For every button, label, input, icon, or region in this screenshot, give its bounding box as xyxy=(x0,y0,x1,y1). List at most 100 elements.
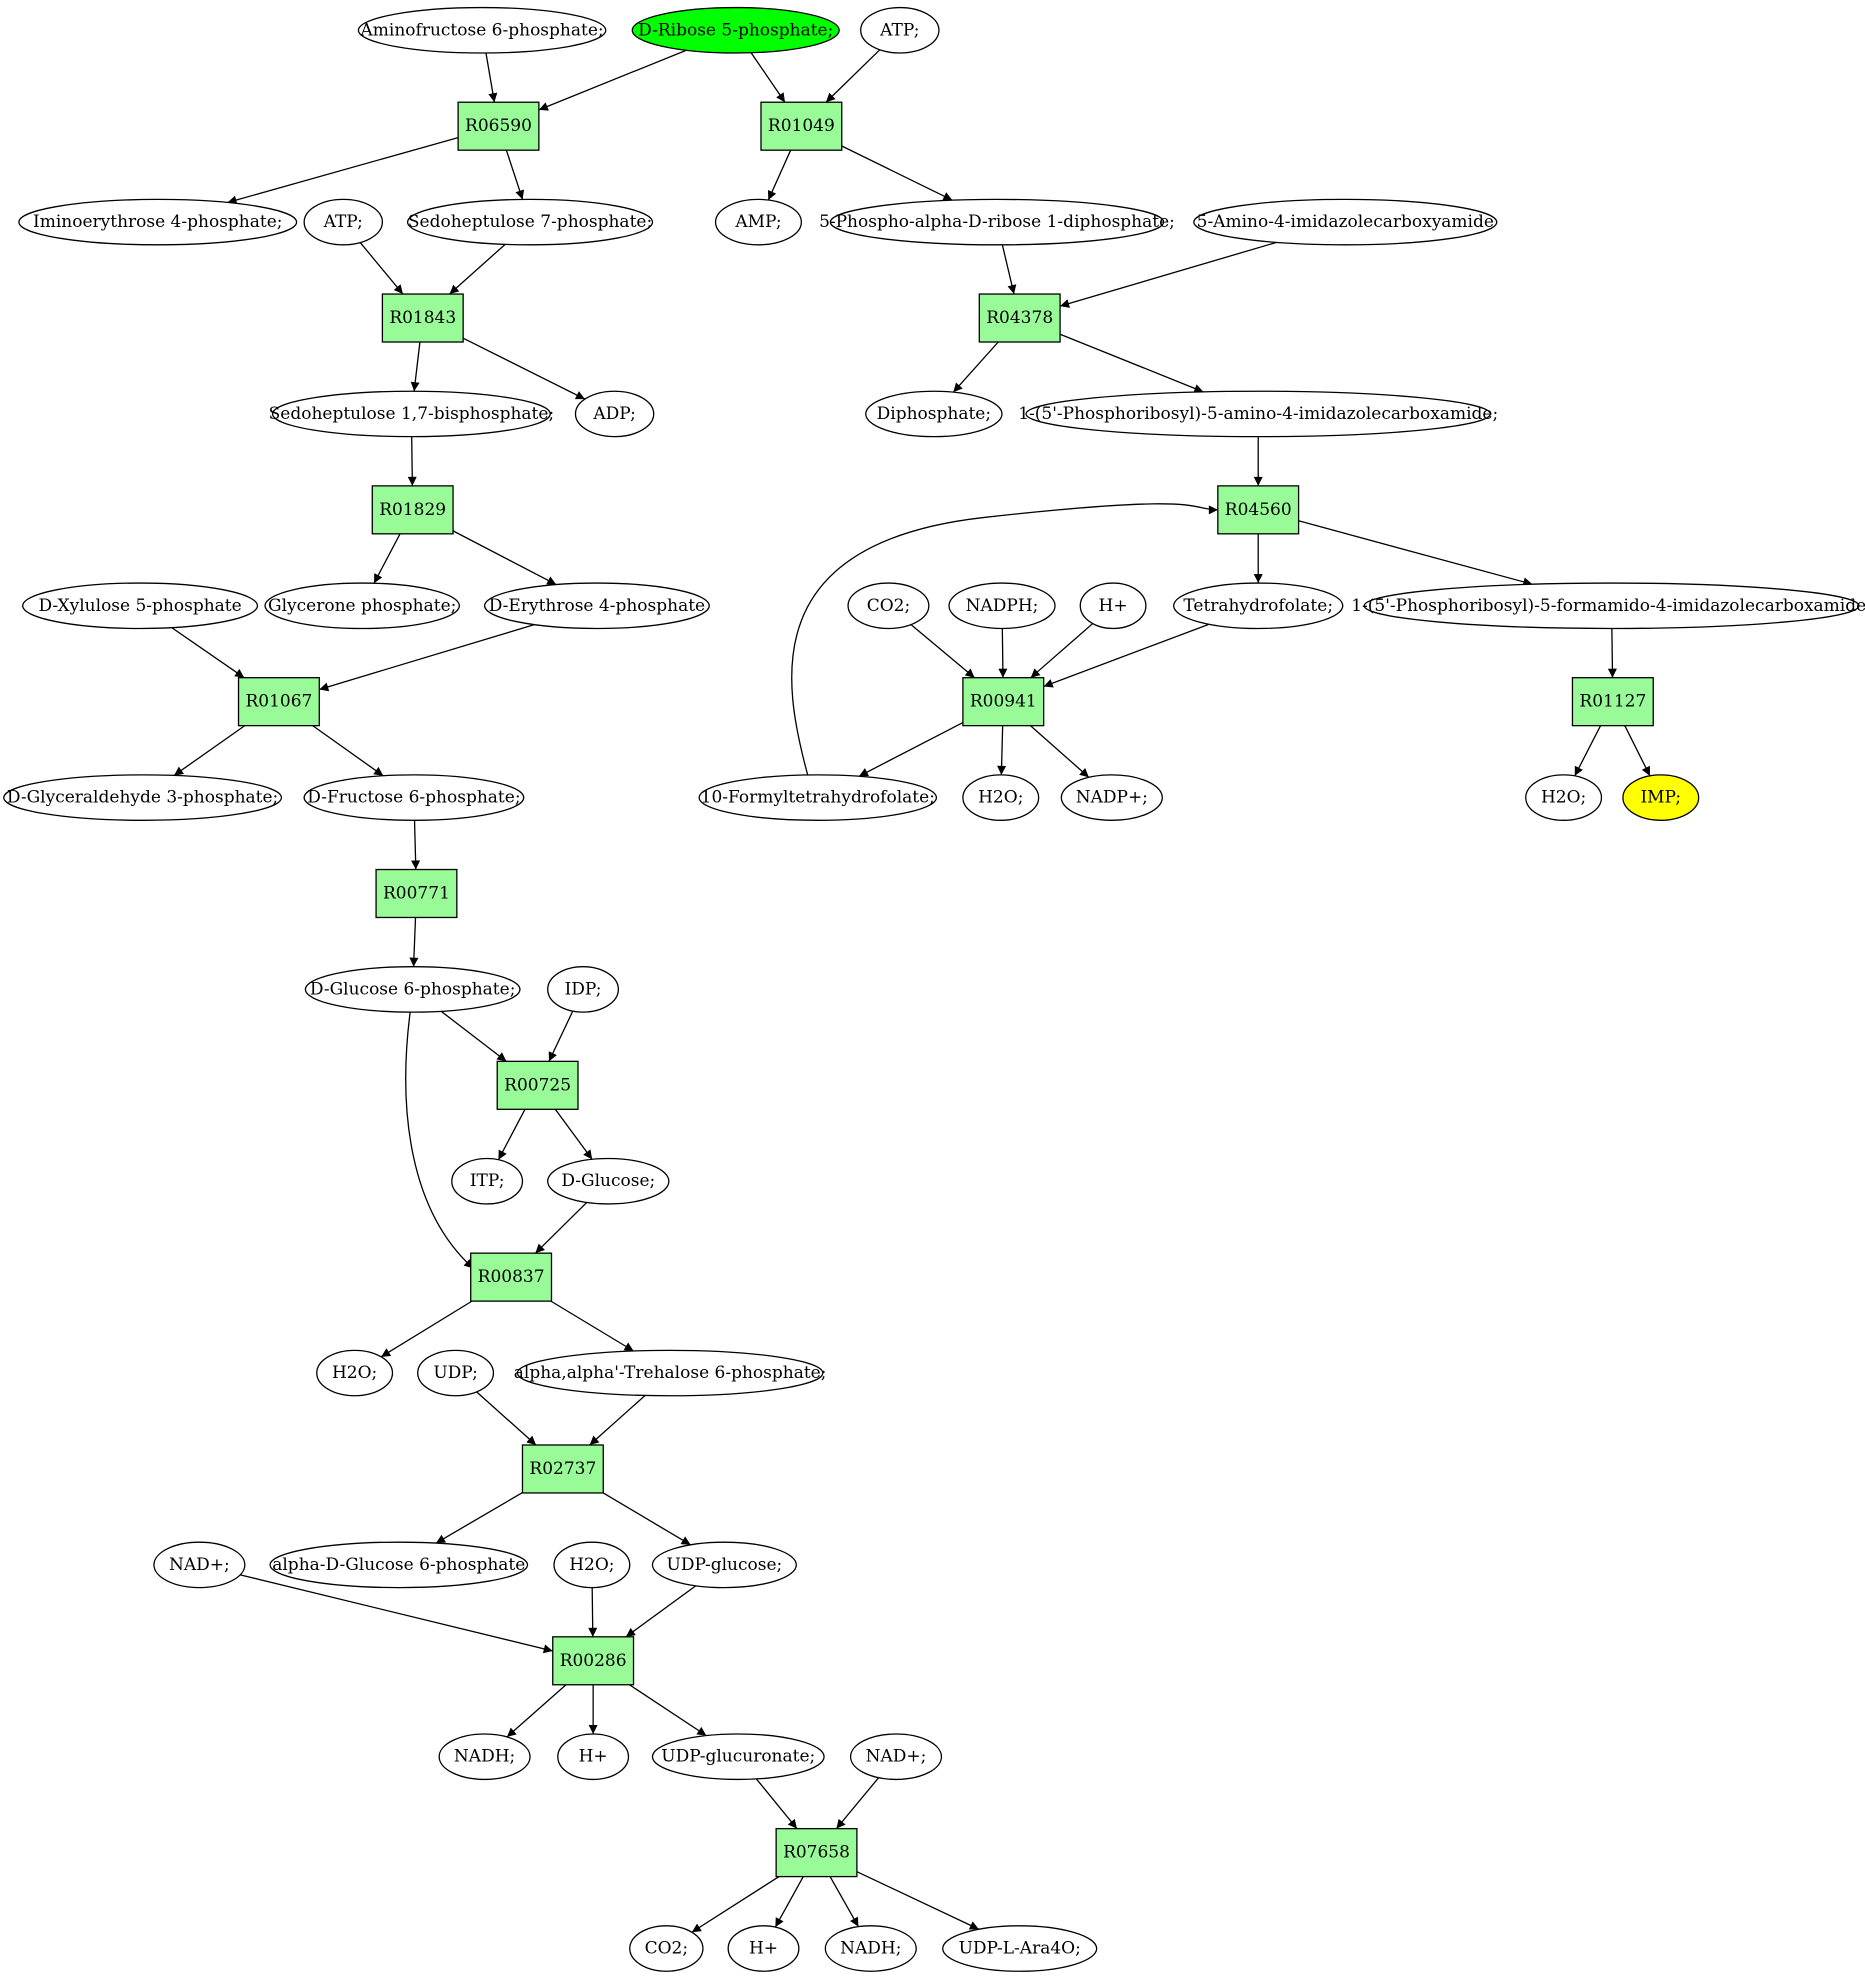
edge-r-r02737-to-c-adglucose6p xyxy=(435,1492,523,1544)
reaction-label: R01843 xyxy=(389,308,456,328)
compound-label: H+ xyxy=(749,1939,778,1959)
compound-ellipse xyxy=(847,582,930,630)
reaction-node-r04560: R04560 xyxy=(1217,485,1300,535)
edge-c-aica-to-r-r04378 xyxy=(1059,241,1277,308)
compound-label: D-Glyceraldehyde 3-phosphate; xyxy=(7,788,278,808)
reaction-box xyxy=(978,293,1061,343)
compound-label: H2O; xyxy=(1541,788,1586,808)
reaction-box xyxy=(457,101,540,151)
compound-node-h2o2: H2O; xyxy=(1525,774,1603,821)
edge-c-nadph-to-r-r00941 xyxy=(998,628,1008,678)
edge-c-aminofructose6p-to-r-r06590 xyxy=(485,52,498,103)
edge-c-dribose5p-to-r-r06590 xyxy=(538,49,687,111)
compound-ellipse xyxy=(264,582,461,630)
compound-label: D-Xylulose 5-phosphate xyxy=(38,596,241,616)
compound-label: UDP-glucuronate; xyxy=(661,1747,815,1767)
edge-r-r01067-to-c-dglyceraldehyde3p xyxy=(173,725,246,776)
compound-label: Aminofructose 6-phosphate; xyxy=(360,20,604,40)
compound-ellipse xyxy=(3,774,283,821)
edge-r-r00286-to-c-nadh1 xyxy=(506,1684,567,1738)
compound-ellipse xyxy=(271,390,551,438)
compound-label: AMP; xyxy=(734,212,781,232)
compound-ellipse xyxy=(651,1541,797,1589)
edge-r-r00941-to-c-nadpplus xyxy=(1029,725,1090,778)
reaction-node-r00941: R00941 xyxy=(962,677,1045,727)
reaction-label: R01067 xyxy=(245,692,312,712)
edge-c-udpglucuronate-to-r-r07658 xyxy=(755,1778,798,1830)
compound-ellipse xyxy=(948,582,1056,630)
compound-label: 5-Amino-4-imidazolecarboxyamide xyxy=(1197,212,1494,232)
compound-label: NADP+; xyxy=(1076,788,1148,808)
compound-label: ADP; xyxy=(592,404,635,424)
compound-node-h2o4: H2O; xyxy=(553,1541,631,1589)
reaction-box xyxy=(375,868,458,919)
compound-label: D-Fructose 6-phosphate; xyxy=(307,788,520,808)
edge-r-r07658-to-c-co2b xyxy=(691,1876,780,1933)
edge-c-dfructose6p-to-r-r00771 xyxy=(411,820,421,870)
compound-node-atp1: ATP; xyxy=(860,6,940,54)
compound-node-diphosphate: Diphosphate; xyxy=(865,390,1003,438)
edge-c-dglucose6p-to-r-r00837 xyxy=(405,1012,474,1269)
edge-c-atp2-to-r-r01843 xyxy=(359,242,404,295)
edge-r-r00837-to-c-trehalose6p xyxy=(550,1300,634,1352)
compound-node-dglyceraldehyde3p: D-Glyceraldehyde 3-phosphate; xyxy=(3,774,283,821)
compound-ellipse xyxy=(18,198,298,246)
compound-node-udpglucuronate: UDP-glucuronate; xyxy=(651,1733,825,1781)
compound-node-aminofructose6p: Aminofructose 6-phosphate; xyxy=(357,6,607,54)
reaction-label: R00286 xyxy=(560,1651,627,1671)
compound-label: 1-(5'-Phosphoribosyl)-5-amino-4-imidazol… xyxy=(1018,404,1498,424)
edge-r-r07658-to-c-hplus3 xyxy=(774,1876,804,1928)
compound-ellipse xyxy=(574,390,655,438)
edge-c-udp-to-r-r02737 xyxy=(476,1391,537,1446)
compound-node-10formylthf: 10-Formyltetrahydrofolate; xyxy=(698,774,938,821)
compound-ellipse xyxy=(417,1349,495,1397)
compound-label: D-Erythrose 4-phosphate xyxy=(489,596,705,616)
compound-ellipse xyxy=(451,1157,524,1205)
compound-label: D-Ribose 5-phosphate; xyxy=(638,20,833,40)
reaction-label: R00771 xyxy=(383,883,450,903)
reaction-label: R06590 xyxy=(465,116,532,136)
compound-label: NADH; xyxy=(840,1939,901,1959)
edge-r-r00941-to-c-10formylthf xyxy=(858,721,964,777)
compound-label: NAD+; xyxy=(866,1747,927,1767)
compound-node-glyceronep: Glycerone phosphate; xyxy=(264,582,461,630)
edge-r-r00725-to-c-itp xyxy=(497,1108,526,1161)
compound-node-adp: ADP; xyxy=(574,390,655,438)
reaction-box xyxy=(371,485,454,535)
compound-node-h2o3: H2O; xyxy=(316,1349,394,1397)
compound-ellipse xyxy=(698,774,938,821)
edge-r-r01843-to-c-sedoheptulose17bp xyxy=(410,341,421,392)
edge-r-r01067-to-c-dfructose6p xyxy=(312,725,384,777)
edge-r-r01127-to-c-h2o2 xyxy=(1574,725,1602,777)
compound-node-dfructose6p: D-Fructose 6-phosphate; xyxy=(303,774,525,821)
compound-ellipse xyxy=(553,1541,631,1589)
edge-r-r01049-to-c-amp xyxy=(767,149,792,201)
edge-r-r00771-to-c-dglucose6p xyxy=(409,917,419,967)
reaction-box xyxy=(470,1252,553,1302)
edge-c-h2o4-to-r-r00286 xyxy=(588,1587,598,1637)
compound-label: NADH; xyxy=(454,1747,515,1767)
compound-node-trehalose6p: alpha,alpha'-Trehalose 6-phosphate; xyxy=(514,1349,826,1397)
compound-node-udp: UDP; xyxy=(417,1349,495,1397)
compound-ellipse xyxy=(22,582,259,630)
reaction-label: R00941 xyxy=(970,692,1037,712)
compound-label: ATP; xyxy=(879,20,919,40)
compound-node-hplus2: H+ xyxy=(557,1733,630,1781)
compound-node-amp: AMP; xyxy=(714,198,803,246)
reaction-label: R00725 xyxy=(504,1075,571,1095)
compound-label: Glycerone phosphate; xyxy=(268,596,456,616)
reaction-label: R02737 xyxy=(529,1459,596,1479)
compound-node-dglucose: D-Glucose; xyxy=(547,1157,670,1205)
compound-label: 5-Phospho-alpha-D-ribose 1-diphosphate; xyxy=(819,212,1175,232)
edge-c-hplus1-to-r-r00941 xyxy=(1030,623,1094,679)
compound-ellipse xyxy=(1060,774,1163,821)
edge-c-derythrose4p-to-r-r01067 xyxy=(319,624,535,692)
reaction-box xyxy=(775,1827,858,1878)
compound-label: 10-Formyltetrahydrofolate; xyxy=(701,788,935,808)
reaction-node-r07658: R07658 xyxy=(775,1827,858,1878)
compound-label: NAD+; xyxy=(169,1555,230,1575)
compound-ellipse xyxy=(629,1925,704,1972)
compound-ellipse xyxy=(829,198,1165,246)
reaction-node-r00725: R00725 xyxy=(496,1060,579,1110)
